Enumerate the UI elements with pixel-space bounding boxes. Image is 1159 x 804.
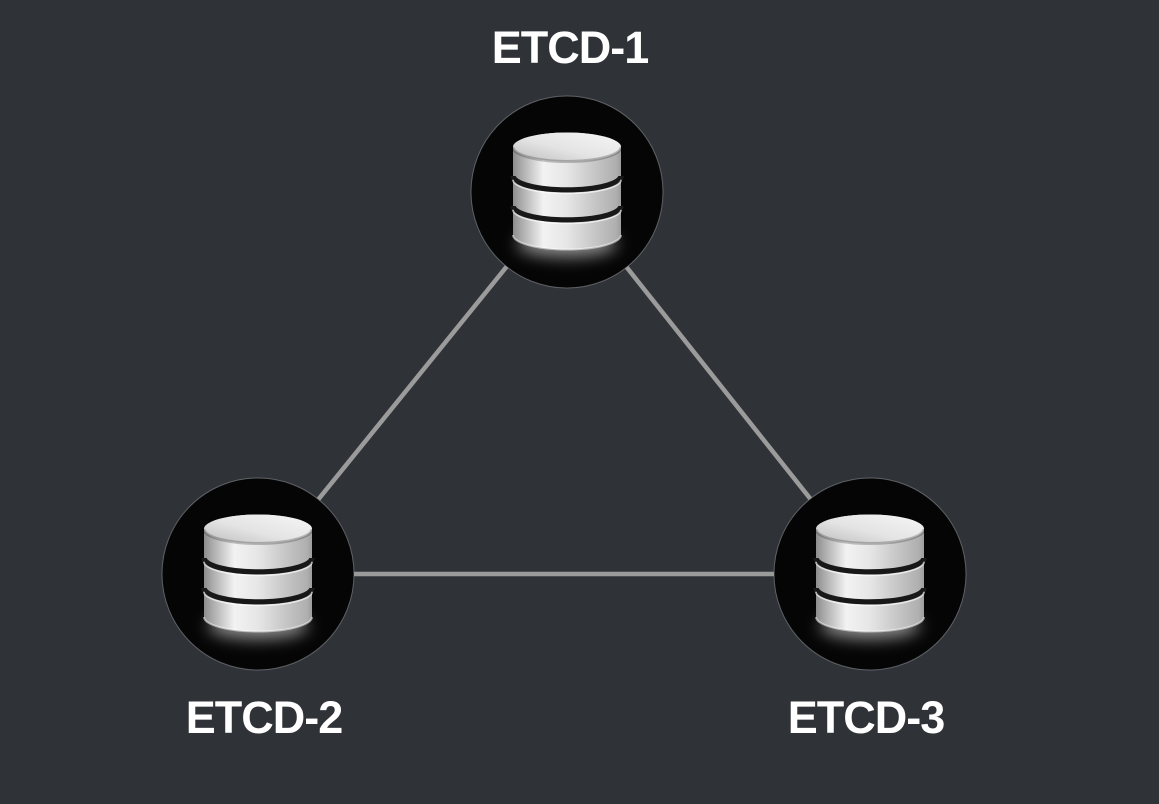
node-label-etcd-3: ETCD-3 [788,692,945,743]
database-icon [816,515,924,640]
node-etcd-3 [773,477,967,671]
database-icon [513,133,621,258]
node-etcd-1 [470,95,664,289]
node-label-etcd-1: ETCD-1 [492,22,649,73]
node-etcd-2 [161,477,355,671]
node-label-etcd-2: ETCD-2 [186,692,343,743]
database-icon [204,515,312,640]
